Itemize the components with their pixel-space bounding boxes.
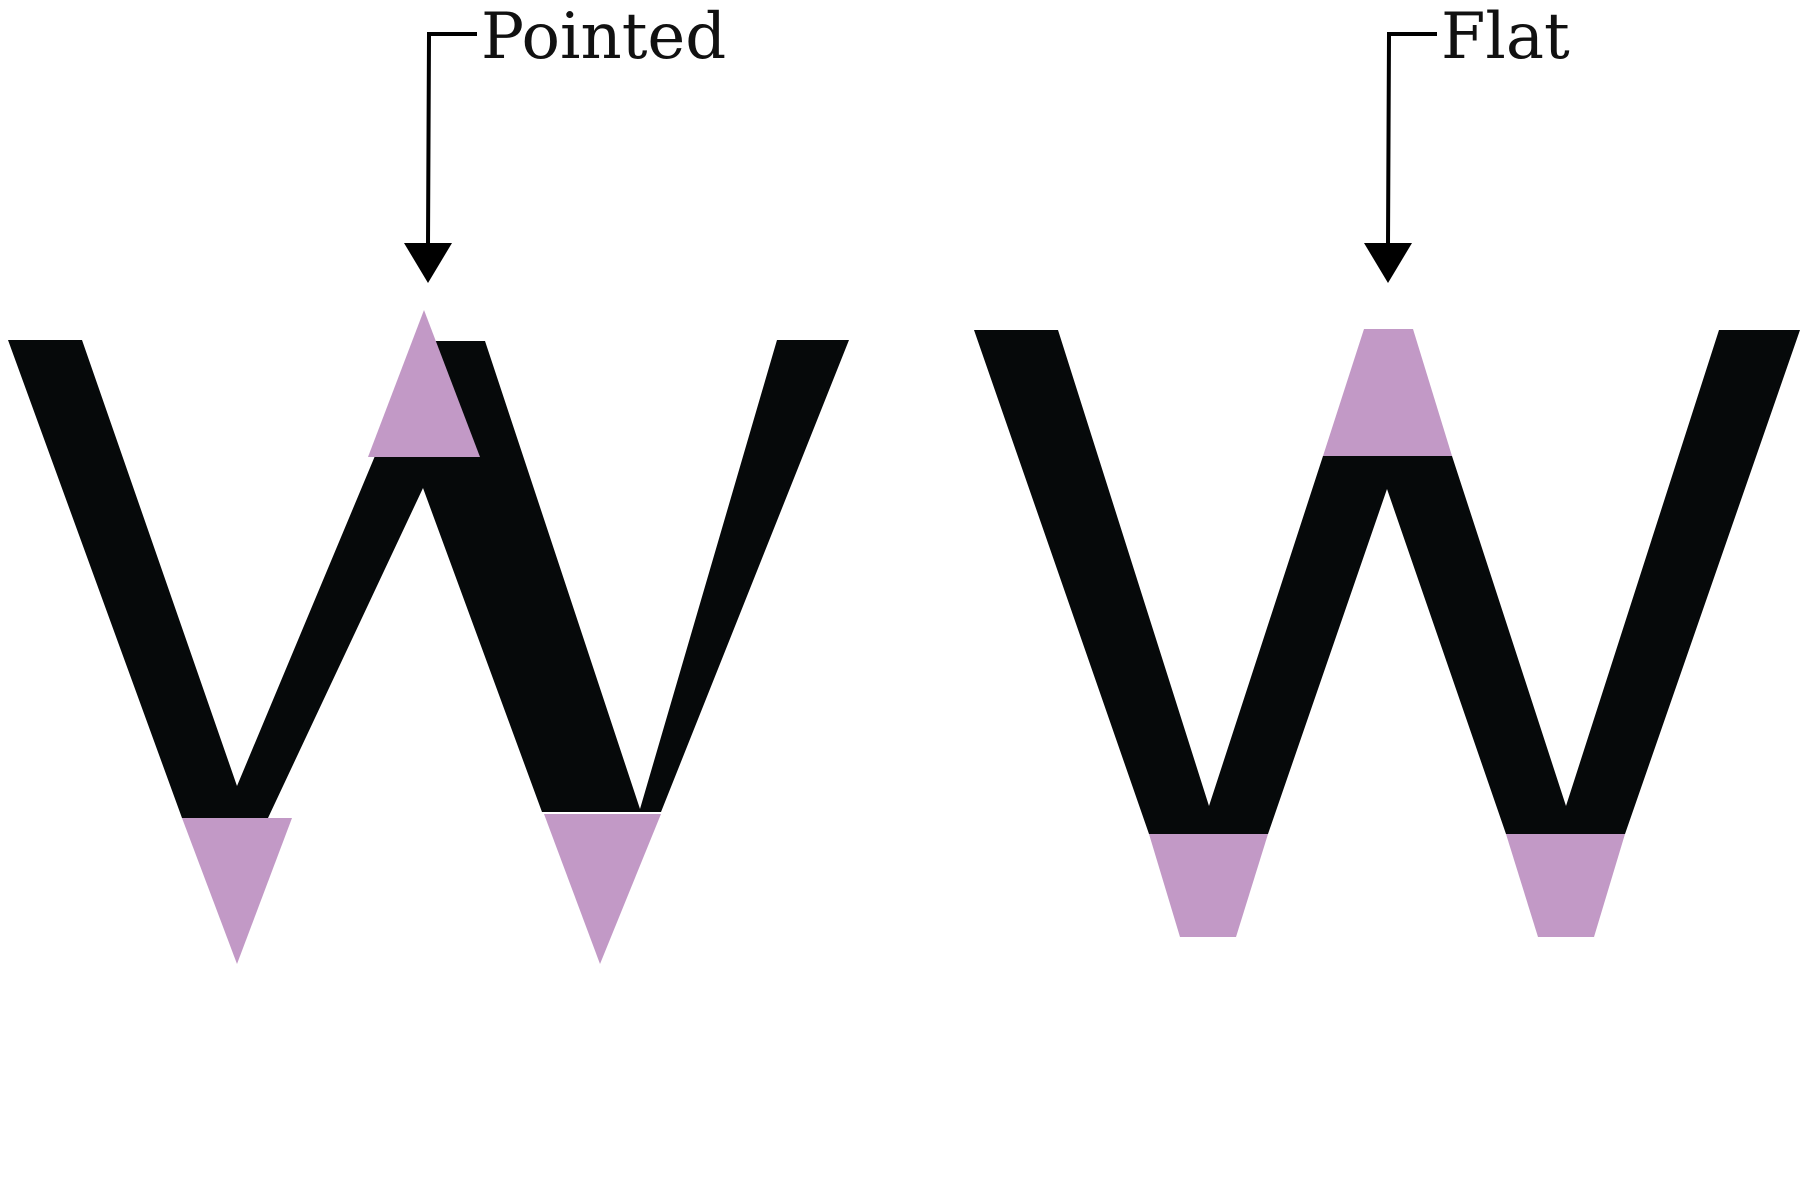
flat-bracket-line bbox=[1386, 32, 1437, 246]
pointed-w-left-vertex-highlight bbox=[182, 818, 292, 964]
flat-arrowhead bbox=[1364, 243, 1412, 283]
pointed-w-right-vertex-highlight bbox=[544, 814, 661, 964]
flat-callout: Flat bbox=[1364, 0, 1570, 283]
pointed-w-top-apex-highlight bbox=[368, 310, 480, 457]
flat-w-right-vertex-highlight bbox=[1506, 834, 1625, 937]
pointed-callout: Pointed bbox=[404, 0, 726, 283]
pointed-bracket-line bbox=[426, 32, 477, 246]
pointed-arrowhead bbox=[404, 243, 452, 283]
flat-w-group bbox=[974, 329, 1800, 937]
flat-label: Flat bbox=[1441, 0, 1570, 74]
flat-w-glyph bbox=[974, 330, 1800, 834]
flat-w-top-apex-highlight bbox=[1323, 329, 1452, 456]
pointed-label: Pointed bbox=[481, 0, 726, 74]
flat-w-left-vertex-highlight bbox=[1149, 834, 1268, 937]
pointed-w-group bbox=[8, 310, 849, 964]
